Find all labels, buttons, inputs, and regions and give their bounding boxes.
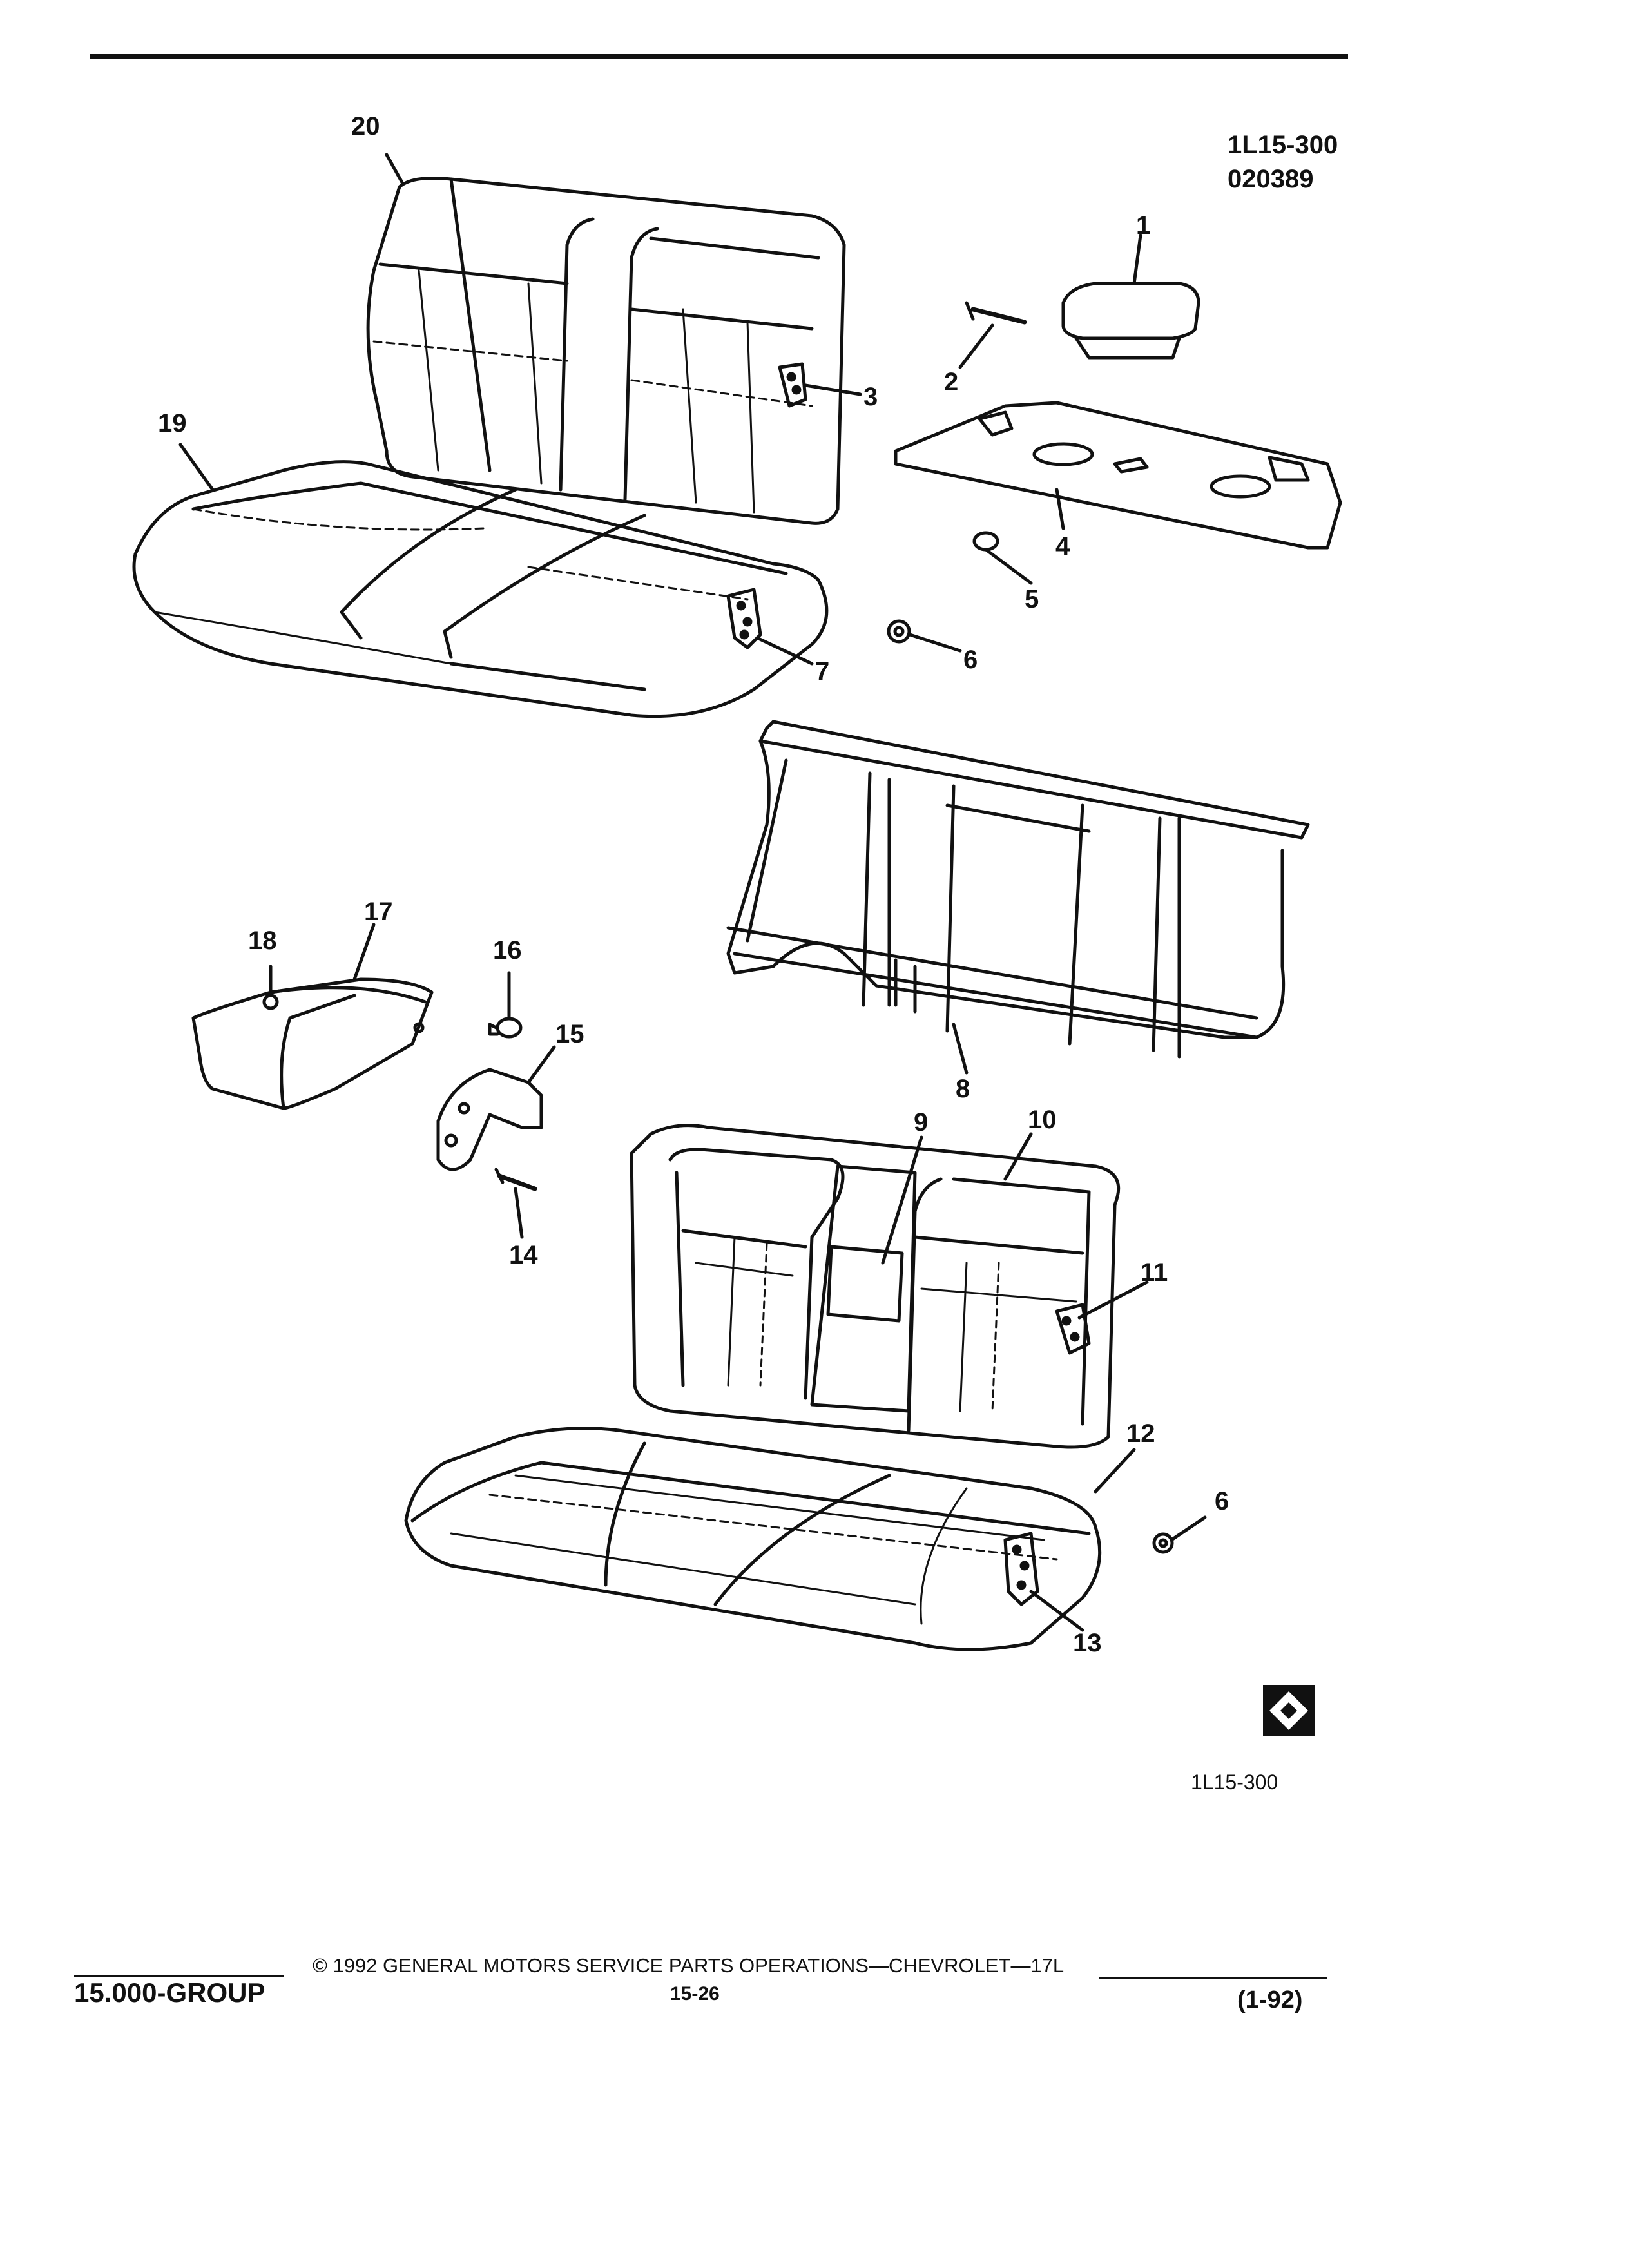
part-1-support-pad [1061, 233, 1200, 360]
callout-7: 7 [815, 657, 830, 686]
part-19-seat-cushion [132, 460, 829, 718]
callout-6-lower: 6 [1215, 1487, 1229, 1515]
part-11-back-hinge [1055, 1280, 1149, 1355]
footer-group: 15.000-GROUP [74, 1977, 265, 2008]
footer-date-code: (1-92) [1237, 1986, 1303, 2013]
part-16-knob [488, 971, 523, 1039]
leader-19 [178, 443, 215, 492]
callout-8: 8 [956, 1075, 970, 1103]
part-15-bracket [436, 1045, 556, 1171]
callout-1: 1 [1136, 211, 1151, 240]
callout-11: 11 [1141, 1258, 1168, 1287]
callout-10: 10 [1028, 1106, 1057, 1134]
callout-17: 17 [364, 898, 393, 926]
footer-copyright: © 1992 GENERAL MOTORS SERVICE PARTS OPER… [313, 1954, 1065, 1977]
part-4-trim-panel [894, 401, 1342, 550]
part-3-back-hinge [778, 362, 862, 408]
top-rule [90, 54, 1348, 59]
illustration-date-code: 020389 [1228, 165, 1314, 193]
part-13-cushion-hinge [1003, 1532, 1084, 1632]
callout-5: 5 [1025, 585, 1039, 613]
footer-rule-right [1099, 1977, 1327, 1979]
callout-18: 18 [248, 927, 277, 955]
part-6-washer [887, 619, 962, 653]
callout-9: 9 [914, 1108, 929, 1137]
footer-rule-left [74, 1975, 284, 1977]
callout-14: 14 [509, 1241, 538, 1269]
callout-3: 3 [863, 383, 878, 411]
part-6-washer-lower [1152, 1515, 1207, 1554]
callout-16: 16 [493, 936, 522, 965]
callout-2: 2 [944, 368, 959, 396]
part-8-seat-back-frame [726, 720, 1310, 1075]
part-18-fastener [262, 965, 279, 1010]
footer-page-number: 15-26 [670, 1983, 720, 2004]
callout-20: 20 [351, 112, 380, 140]
callout-19: 19 [158, 409, 187, 437]
part-2-screw [958, 301, 1027, 369]
part-12-seat-cushion-assembly [404, 1427, 1136, 1651]
part-20-seat-back-cover [366, 177, 846, 525]
leader-20 [385, 153, 405, 186]
callout-12: 12 [1126, 1419, 1155, 1448]
figure-code: 1L15-300 [1191, 1771, 1278, 1794]
callout-15: 15 [555, 1020, 584, 1048]
callout-4: 4 [1055, 532, 1070, 561]
part-5-retainer [972, 531, 1033, 585]
callout-13: 13 [1073, 1629, 1102, 1657]
part-17-armrest-housing [191, 923, 434, 1110]
callout-6: 6 [963, 646, 978, 674]
part-14-bolt [494, 1168, 537, 1239]
part-10-seat-back-assembly [630, 1124, 1121, 1449]
illustration-code: 1L15-300 [1228, 131, 1338, 159]
catalog-logo [1263, 1685, 1315, 1736]
part-7-cushion-hinge [726, 588, 814, 666]
part-9-center-panel [810, 1135, 923, 1413]
